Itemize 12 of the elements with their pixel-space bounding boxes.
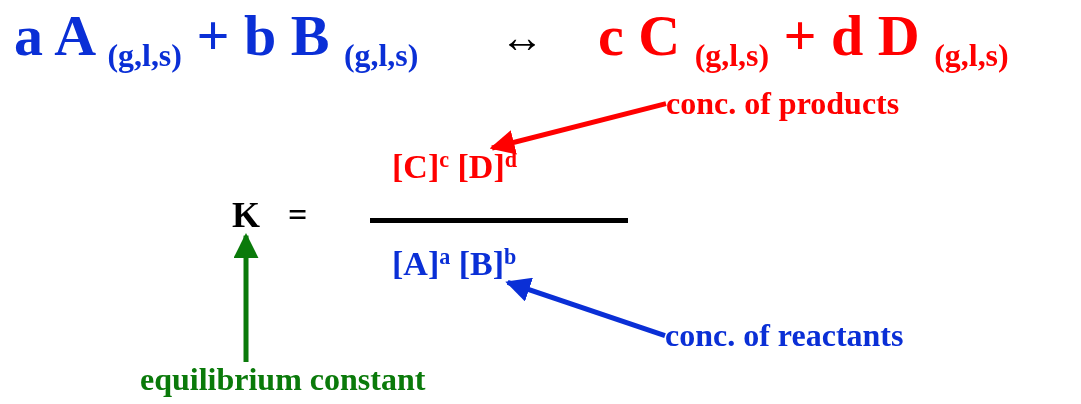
reactants-equation: a A $_{(g,l,s)}$ + b B $_{(g,l,s)}$ — [14, 4, 419, 74]
equilibrium-symbol: K — [232, 196, 260, 236]
leader-arrow — [233, 233, 259, 362]
products-equation: c C $_{(g,l,s)}$ + d D $_{(g,l,s)}$ — [598, 4, 1009, 74]
annotation-text: equilibrium constant — [140, 362, 426, 398]
denominator-term: [A]$^{a}$ [B]$^{b}$ — [392, 245, 517, 283]
equilibrium-sign: ↔ — [500, 14, 544, 63]
annotation-text: conc. of reactants — [665, 318, 904, 354]
annotation-text: conc. of products — [666, 86, 900, 122]
leader-arrow — [505, 277, 666, 338]
equals-sign: = — [288, 196, 308, 234]
leader-arrow — [489, 101, 667, 155]
